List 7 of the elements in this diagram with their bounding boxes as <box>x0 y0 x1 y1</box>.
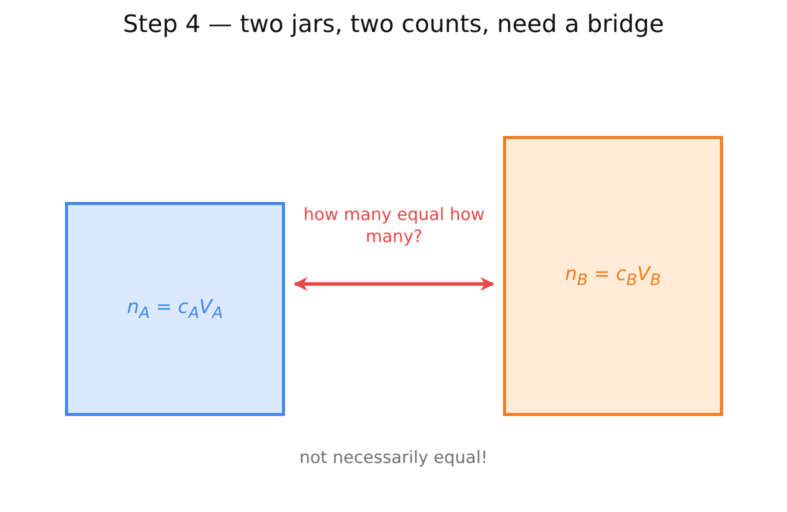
note: not necessarily equal! <box>298 448 489 468</box>
title: Step 4 — two jars, two counts, need a bridge <box>122 10 665 38</box>
formula: n$_{A}$ = c$_{A}$V$_{A}$ <box>127 296 223 322</box>
formula: n$_{B}$ = c$_{B}$V$_{B}$ <box>564 263 662 289</box>
double-arrow <box>294 277 494 291</box>
jar-box <box>503 136 723 416</box>
jar-box <box>65 202 285 416</box>
